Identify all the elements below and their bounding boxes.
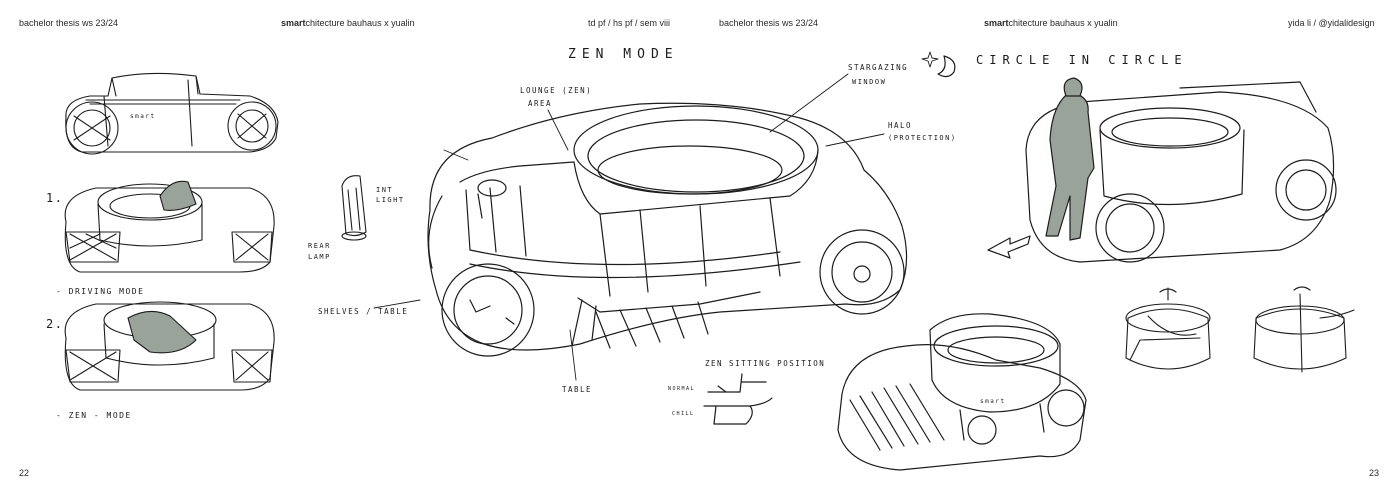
label-halo-2: (PROTECTION) [888, 134, 957, 142]
label-num-1: 1. [46, 191, 63, 205]
title-circle-in-circle: CIRCLE IN CIRCLE [976, 53, 1188, 67]
sketch-zen-mode [64, 301, 275, 391]
label-rear-lamp-2: LAMP [308, 253, 331, 261]
sketch-car-side-view [65, 72, 279, 155]
label-stargazing-2: WINDOW [852, 78, 886, 86]
brand-rest-right: chitecture bauhaus x yualin [1008, 18, 1118, 28]
label-int-light-1: INT [376, 186, 393, 194]
label-rear-lamp-1: REAR [308, 242, 331, 250]
sketch-int-light [341, 175, 367, 241]
sketch-driving-mode [64, 180, 275, 273]
header-brand-left: smartchitecture bauhaus x yualin [281, 18, 415, 28]
title-zen-mode: ZEN MODE [568, 47, 679, 62]
label-table: TABLE [562, 385, 592, 394]
label-halo-1: HALO [888, 121, 912, 130]
brand-rest-left: chitecture bauhaus x yualin [305, 18, 415, 28]
label-num-2: 2. [46, 317, 63, 331]
header-info-left: td pf / hs pf / sem viii [588, 18, 671, 28]
sketch-seating-normal [707, 373, 767, 393]
label-zen-mode-small: - ZEN - MODE [56, 411, 132, 420]
sketch-circle-car-person [987, 77, 1337, 263]
header-course-right: bachelor thesis ws 23/24 [719, 18, 819, 28]
header-author: yida li / @yidalidesign [1288, 18, 1375, 28]
brand-bold-left: smart [281, 18, 306, 28]
label-lounge-2: AREA [528, 99, 552, 108]
page-number-left: 22 [19, 468, 30, 478]
star-icon [921, 51, 939, 68]
label-chill: CHILL [672, 411, 695, 417]
car-rear-logo-text: smart [980, 398, 1006, 405]
brand-bold-right: smart [984, 18, 1009, 28]
sketch-zen-car-rear [837, 313, 1087, 471]
label-driving-mode: - DRIVING MODE [56, 287, 144, 296]
sketch-seating-chill [703, 397, 773, 425]
moon-icon [937, 55, 956, 78]
label-stargazing-1: STARGAZING [848, 63, 908, 72]
label-zen-sitting: ZEN SITTING POSITION [705, 359, 825, 368]
label-lounge-1: LOUNGE (ZEN) [520, 86, 592, 95]
page-number-right: 23 [1369, 468, 1380, 478]
sketch-zen-car-main [427, 102, 908, 357]
header-course-left: bachelor thesis ws 23/24 [19, 18, 119, 28]
header-brand-right: smartchitecture bauhaus x yualin [984, 18, 1118, 28]
leader-lines [373, 73, 885, 381]
sketch-rotation-top-2 [1253, 286, 1355, 373]
label-int-light-2: LIGHT [376, 196, 405, 204]
label-normal: NORMAL [668, 386, 695, 392]
car-logo-text: smart [130, 113, 156, 120]
sketch-rotation-top-1 [1125, 287, 1211, 370]
label-shelves: SHELVES / TABLE [318, 307, 408, 316]
